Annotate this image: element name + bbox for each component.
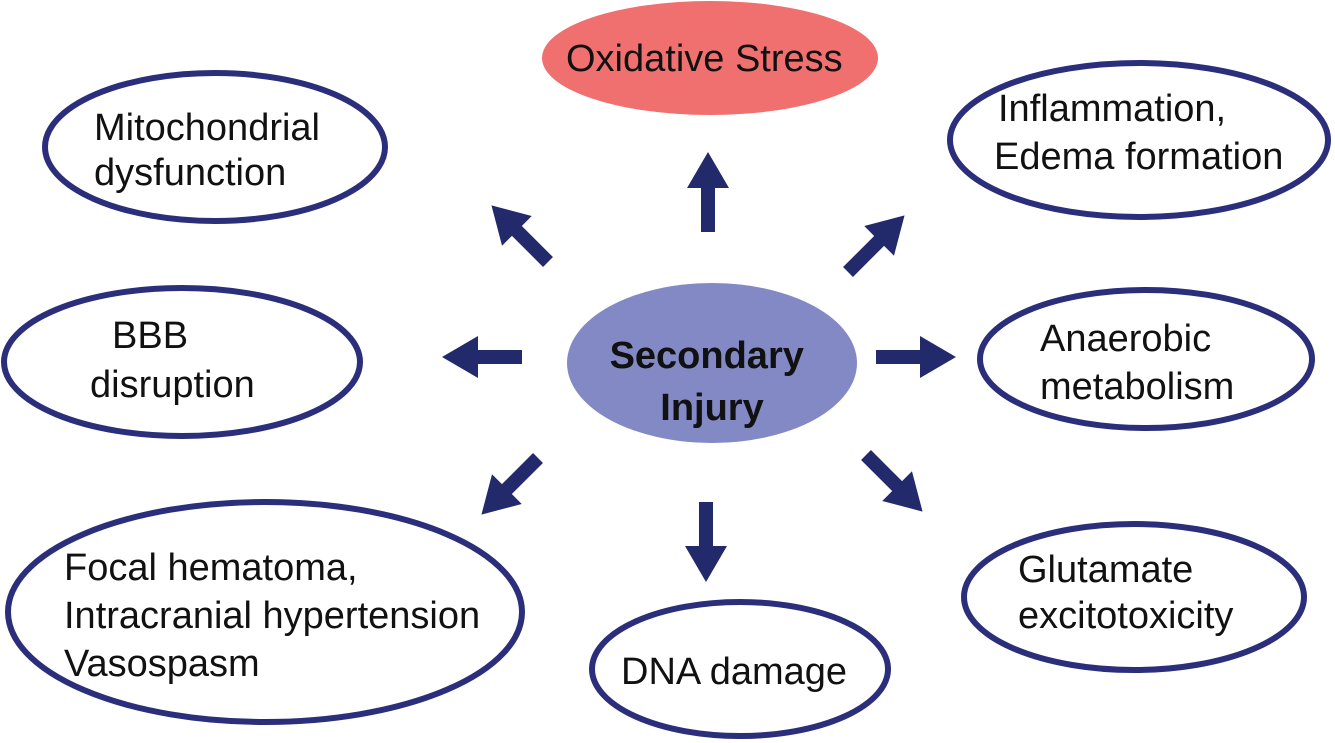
svg-text:Secondary Injury: Secondary Injury	[610, 335, 815, 429]
node-inflammation: Inflammation, Edema formation	[947, 60, 1331, 220]
node-bbb-disruption-line-2: disruption	[90, 364, 255, 406]
node-bbb-disruption: BBB disruption	[1, 285, 363, 439]
center-node-secondary-injury: Secondary Injury	[567, 283, 857, 443]
node-inflammation-line-1: Inflammation,	[998, 88, 1226, 130]
node-oxidative-stress-ellipse	[542, 1, 878, 115]
node-anaerobic-metabolism-ellipse	[977, 287, 1315, 431]
node-bbb-disruption-line-1: BBB	[112, 315, 188, 357]
node-mitochondrial-dysfunction-line-2: dysfunction	[94, 152, 286, 194]
arrow-to-mitochondrial-dysfunction	[491, 205, 553, 267]
arrow-to-anaerobic-metabolism	[876, 336, 956, 378]
node-dna-damage-ellipse	[589, 599, 891, 739]
svg-text:Inflammation, Edema form: Inflammation, Edema formation	[994, 88, 1283, 178]
arrow-to-oxidative-stress	[687, 152, 729, 232]
node-glutamate-excitotoxicity-line-1: Glutamate	[1018, 549, 1193, 591]
node-focal-hematoma-line-1: Focal hematoma,	[64, 547, 358, 589]
node-bbb-disruption-ellipse	[1, 285, 363, 439]
center-node-line-1: Secondary	[610, 335, 804, 377]
arrow-to-dna-damage	[685, 502, 727, 582]
node-inflammation-ellipse	[947, 60, 1331, 220]
node-oxidative-stress-line-1: Oxidative Stress	[566, 38, 843, 80]
arrow-to-glutamate-excitotoxicity	[861, 450, 923, 512]
node-mitochondrial-dysfunction-ellipse	[42, 70, 388, 224]
arrow-to-focal-hematoma	[481, 453, 543, 515]
node-focal-hematoma-line-2: Intracranial hypertension	[64, 595, 480, 637]
node-anaerobic-metabolism: Anaerobic metabolism	[977, 287, 1315, 431]
center-node-ellipse	[567, 283, 857, 443]
svg-text:BBB disruption: BBB disruption	[90, 315, 255, 406]
node-glutamate-excitotoxicity-line-2: excitotoxicity	[1018, 595, 1233, 637]
arrow-to-bbb-disruption	[442, 336, 522, 378]
svg-text:Anaerobic metabolism: Anaerobic metabolism	[1040, 318, 1234, 408]
node-focal-hematoma-line-3: Vasospasm	[64, 643, 260, 685]
node-anaerobic-metabolism-line-2: metabolism	[1040, 366, 1234, 408]
node-glutamate-excitotoxicity: Glutamate excitotoxicity	[961, 521, 1307, 673]
node-focal-hematoma-ellipse	[5, 499, 525, 725]
node-mitochondrial-dysfunction-line-1: Mitochondrial	[94, 107, 320, 149]
arrow-to-inflammation	[843, 215, 905, 277]
center-node-line-2: Injury	[660, 387, 763, 429]
svg-text:Mitochondrial dysfunctio: Mitochondrial dysfunction	[94, 107, 331, 194]
node-glutamate-excitotoxicity-ellipse	[961, 521, 1307, 673]
svg-text:Focal hematoma, Intracra: Focal hematoma, Intracranial hypertensio…	[64, 547, 491, 685]
node-oxidative-stress: Oxidative Stress	[542, 1, 878, 115]
svg-text:Glutamate excitotoxicity: Glutamate excitotoxicity	[1018, 549, 1233, 637]
node-dna-damage-line-1: DNA damage	[621, 651, 847, 693]
node-mitochondrial-dysfunction: Mitochondrial dysfunction	[42, 70, 388, 224]
svg-text:Oxidative Stress: Oxidative Stress	[566, 38, 843, 80]
node-focal-hematoma: Focal hematoma, Intracranial hypertensio…	[5, 499, 525, 725]
svg-text:DNA damage: DNA damage	[621, 651, 847, 693]
node-anaerobic-metabolism-line-1: Anaerobic	[1040, 318, 1211, 360]
node-dna-damage: DNA damage	[589, 599, 891, 739]
node-inflammation-line-2: Edema formation	[994, 136, 1283, 178]
